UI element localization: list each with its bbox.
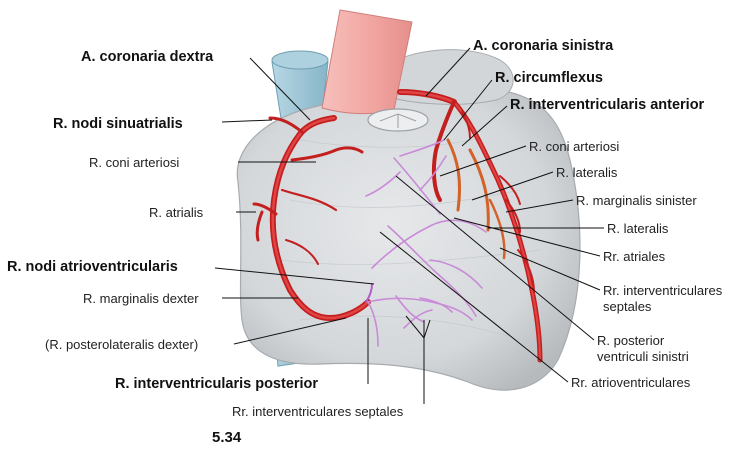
label-coronaria-dextra: A. coronaria dextra [81, 50, 213, 65]
label-coni-arteriosi-left: R. coni arteriosi [529, 139, 619, 154]
label-interventricularis-anterior: R. interventricularis anterior [510, 98, 704, 113]
label-septales-bottom: Rr. interventriculares septales [232, 404, 403, 419]
figure-number: 5.34 [212, 430, 241, 445]
label-posterior-ventriculi-2: ventriculi sinistri [597, 349, 689, 364]
label-atriales: Rr. atriales [603, 249, 665, 264]
label-marginalis-sinister: R. marginalis sinister [576, 193, 697, 208]
label-lateralis-1: R. lateralis [556, 165, 617, 180]
label-nodi-atrioventricularis: R. nodi atrioventricularis [7, 260, 178, 275]
label-coronaria-sinistra: A. coronaria sinistra [473, 39, 613, 54]
label-circumflexus: R. circumflexus [495, 71, 603, 86]
label-lateralis-2: R. lateralis [607, 221, 668, 236]
label-interventricularis-posterior: R. interventricularis posterior [115, 377, 318, 392]
label-marginalis-dexter: R. marginalis dexter [83, 291, 199, 306]
label-posterolateralis-dexter: (R. posterolateralis dexter) [45, 337, 198, 352]
label-atrialis: R. atrialis [149, 205, 203, 220]
label-posterior-ventriculi-1: R. posterior [597, 333, 664, 348]
label-atrioventriculares: Rr. atrioventriculares [571, 375, 690, 390]
label-nodi-sinuatrialis: R. nodi sinuatrialis [53, 117, 183, 132]
label-septales-right-1: Rr. interventriculares [603, 283, 722, 298]
vena-cava-opening [272, 51, 328, 69]
label-coni-arteriosi-right: R. coni arteriosi [89, 155, 179, 170]
label-septales-right-2: septales [603, 299, 651, 314]
